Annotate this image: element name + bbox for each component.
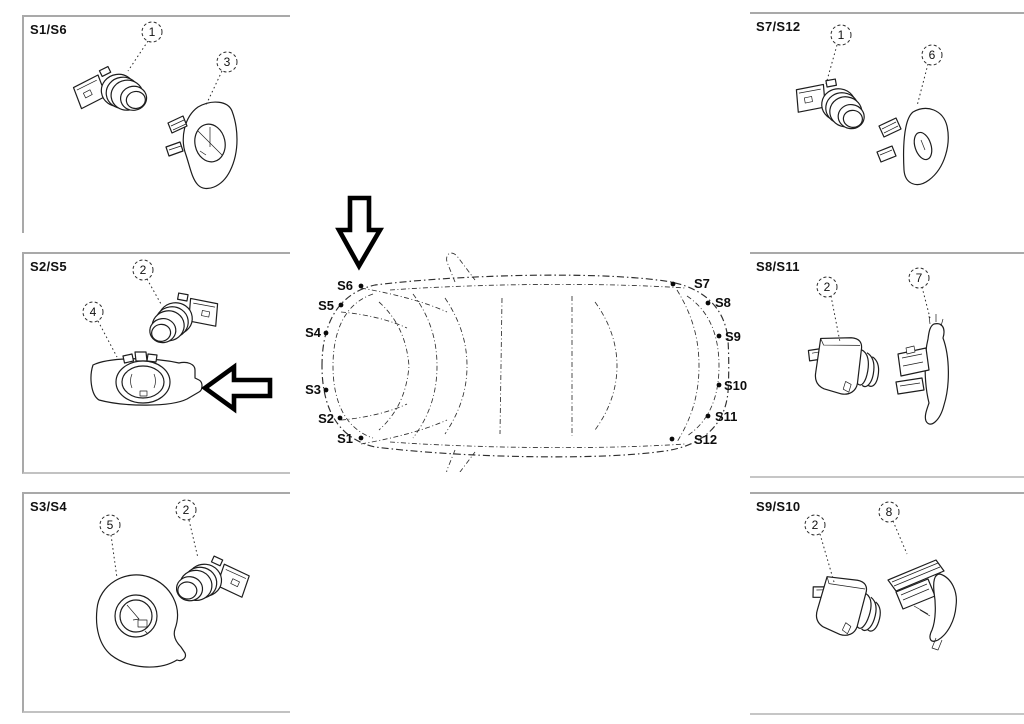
bracket-part	[895, 314, 949, 425]
bracket-part	[95, 574, 187, 668]
callout-sensor: 2	[132, 259, 162, 305]
label-s1: S1	[337, 431, 353, 446]
sensor-dot-s7	[670, 281, 676, 287]
panel-s7-s12-drawing: 1 6	[791, 24, 949, 186]
callout-number: 8	[886, 505, 893, 519]
label-s4: S4	[305, 325, 322, 340]
callout-bracket: 4	[82, 301, 118, 358]
callout-number: 6	[929, 48, 936, 62]
sensor-dot-s6	[358, 283, 364, 289]
label-s12: S12	[694, 432, 717, 447]
sensor-dot-s12	[669, 436, 675, 442]
panel-s7-s12: S7/S12 1 6	[750, 12, 1024, 252]
sensor-part	[70, 61, 149, 119]
sensor-dot-s11	[705, 413, 711, 419]
callout-number: 5	[107, 518, 114, 532]
sensor-dot-s9	[716, 333, 722, 339]
panel-s8-s11-drawing: 2 7	[801, 267, 949, 425]
label-s6: S6	[337, 278, 353, 293]
callout-sensor: 2	[175, 499, 199, 559]
callout-number: 7	[916, 271, 923, 285]
callout-sensor: 2	[804, 514, 835, 583]
sensor-part	[801, 567, 890, 646]
label-s9: S9	[725, 329, 741, 344]
panel-s1-s6-drawing: 1 3	[70, 21, 238, 190]
sensor-markers	[323, 281, 722, 442]
callout-number: 2	[140, 263, 147, 277]
panel-s9-s10-title: S9/S10	[756, 499, 801, 514]
callout-sensor: 1	[127, 21, 163, 72]
label-s7: S7	[694, 276, 710, 291]
sensor-part	[801, 330, 885, 401]
sensor-dot-s8	[705, 300, 711, 306]
sensor-position-labels: S6 S5 S4 S3 S2 S1 S7 S8 S9 S10 S11 S12	[305, 276, 747, 447]
left-mirror	[446, 252, 476, 283]
callout-bracket: 3	[205, 51, 238, 106]
callout-sensor: 1	[825, 24, 852, 85]
bracket-part	[887, 559, 957, 651]
label-s8: S8	[715, 295, 731, 310]
label-s5: S5	[318, 298, 334, 313]
sensor-dot-s4	[323, 330, 329, 336]
panel-s7-s12-title: S7/S12	[756, 19, 801, 34]
callout-sensor: 2	[816, 276, 841, 343]
callout-bracket: 8	[878, 501, 908, 555]
panel-s1-s6-title: S1/S6	[30, 22, 67, 37]
panel-s9-s10-drawing: 2 8	[801, 501, 957, 651]
sensor-part	[174, 551, 252, 608]
sensor-dot-s1	[358, 435, 364, 441]
label-s2: S2	[318, 411, 334, 426]
panel-s3-s4-title: S3/S4	[30, 499, 67, 514]
callout-bracket: 6	[916, 44, 943, 107]
bracket-part	[165, 101, 238, 190]
sensor-dot-s2	[337, 415, 343, 421]
bracket-part	[876, 107, 949, 186]
callout-number: 4	[90, 305, 97, 319]
right-mirror	[446, 449, 476, 472]
callout-bracket: 5	[99, 514, 121, 579]
panel-s3-s4-drawing: 5 2	[95, 499, 252, 668]
callout-bracket: 7	[908, 267, 931, 319]
left-block-arrow-icon	[201, 362, 273, 414]
panel-s2-s5-title: S2/S5	[30, 259, 67, 274]
sensor-dot-s5	[338, 302, 344, 308]
callout-number: 1	[838, 28, 845, 42]
panel-s2-s5: S2/S5 2 4	[22, 252, 290, 474]
label-s11: S11	[715, 409, 737, 424]
label-s3: S3	[305, 382, 321, 397]
panel-s3-s4: S3/S4 5 2	[22, 492, 290, 713]
car-top-view: S6 S5 S4 S3 S2 S1 S7 S8 S9 S10 S11 S12	[305, 195, 747, 472]
callout-number: 2	[824, 280, 831, 294]
panel-s1-s6: S1/S6 1 3	[22, 15, 290, 233]
callout-number: 2	[812, 518, 819, 532]
bracket-part	[90, 351, 203, 406]
panel-s9-s10: S9/S10 2 8	[750, 492, 1024, 715]
callout-number: 3	[224, 55, 231, 69]
sensor-part	[791, 73, 870, 131]
sensor-dot-s10	[716, 382, 722, 388]
panel-s8-s11-title: S8/S11	[756, 259, 800, 274]
label-s10: S10	[724, 378, 747, 393]
down-block-arrow-icon	[335, 195, 385, 271]
sensor-part	[144, 287, 223, 345]
sensor-dot-s3	[323, 387, 329, 393]
panel-s8-s11: S8/S11 2 7	[750, 252, 1024, 478]
panel-s2-s5-drawing: 2 4	[82, 259, 273, 414]
car-body-outline	[321, 252, 730, 472]
callout-number: 2	[183, 503, 190, 517]
callout-number: 1	[149, 25, 156, 39]
